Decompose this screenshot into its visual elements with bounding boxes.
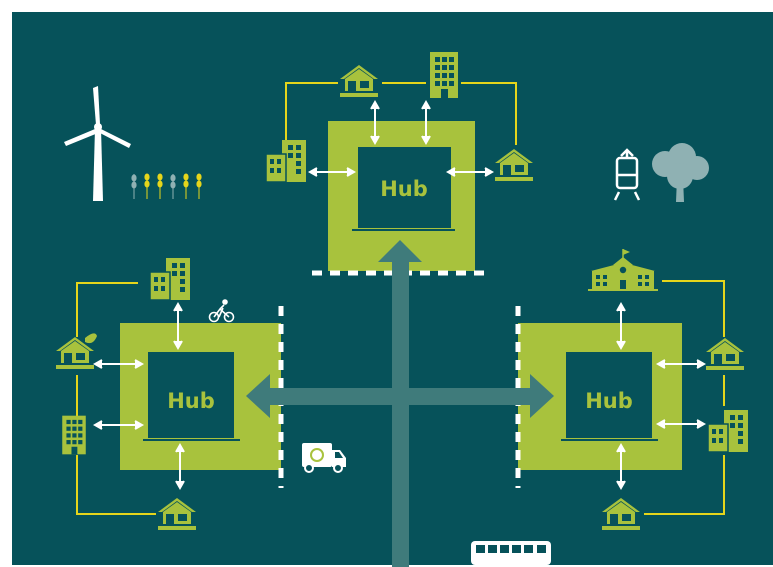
road-vertical [392, 262, 409, 567]
bidirectional-arrow [445, 167, 495, 177]
bidirectional-arrow [421, 99, 431, 146]
hub-top: Hub [312, 121, 491, 276]
connection-lines [76, 82, 725, 515]
flow-arrows [92, 99, 707, 491]
bidirectional-arrow [92, 359, 145, 369]
bus-icon [471, 541, 551, 565]
top-connection-line [461, 82, 517, 145]
bidirectional-arrow [173, 301, 183, 351]
bidirectional-arrow [616, 442, 626, 491]
wind-turbine-icon [64, 86, 131, 201]
hub-label: Hub [585, 389, 633, 413]
top-connection-line [285, 82, 338, 145]
road-arrow-left [246, 374, 270, 418]
hub-label: Hub [380, 177, 428, 201]
bidirectional-arrow [616, 301, 626, 351]
road-arrow-up [378, 240, 422, 262]
main-roads [246, 240, 554, 567]
bidirectional-arrow [655, 359, 707, 369]
right-connection-line [644, 455, 725, 515]
bicycle-icon [208, 299, 235, 323]
road-arrow-right [530, 374, 554, 418]
tree-icon [652, 143, 709, 202]
hub-inner [148, 352, 234, 438]
hub-inner [566, 352, 652, 438]
office-building-icon [430, 52, 458, 98]
bidirectional-arrow [92, 420, 145, 430]
tram-icon [613, 148, 641, 201]
bidirectional-arrow [175, 442, 185, 491]
left-connection-line [76, 455, 156, 515]
bidirectional-arrow [655, 419, 707, 429]
right-connection-line [662, 280, 725, 337]
hub-label: Hub [167, 389, 215, 413]
road-horizontal [266, 388, 536, 405]
wheat-icon [131, 173, 202, 199]
left-connection-line [76, 282, 138, 337]
hub-inner [358, 147, 451, 228]
bidirectional-arrow [370, 99, 380, 146]
eco-house-icon [56, 333, 97, 369]
bidirectional-arrow [307, 167, 357, 177]
delivery-truck-icon [302, 443, 346, 473]
hub-left: Hub [120, 306, 284, 488]
office-building-icon [62, 415, 86, 455]
